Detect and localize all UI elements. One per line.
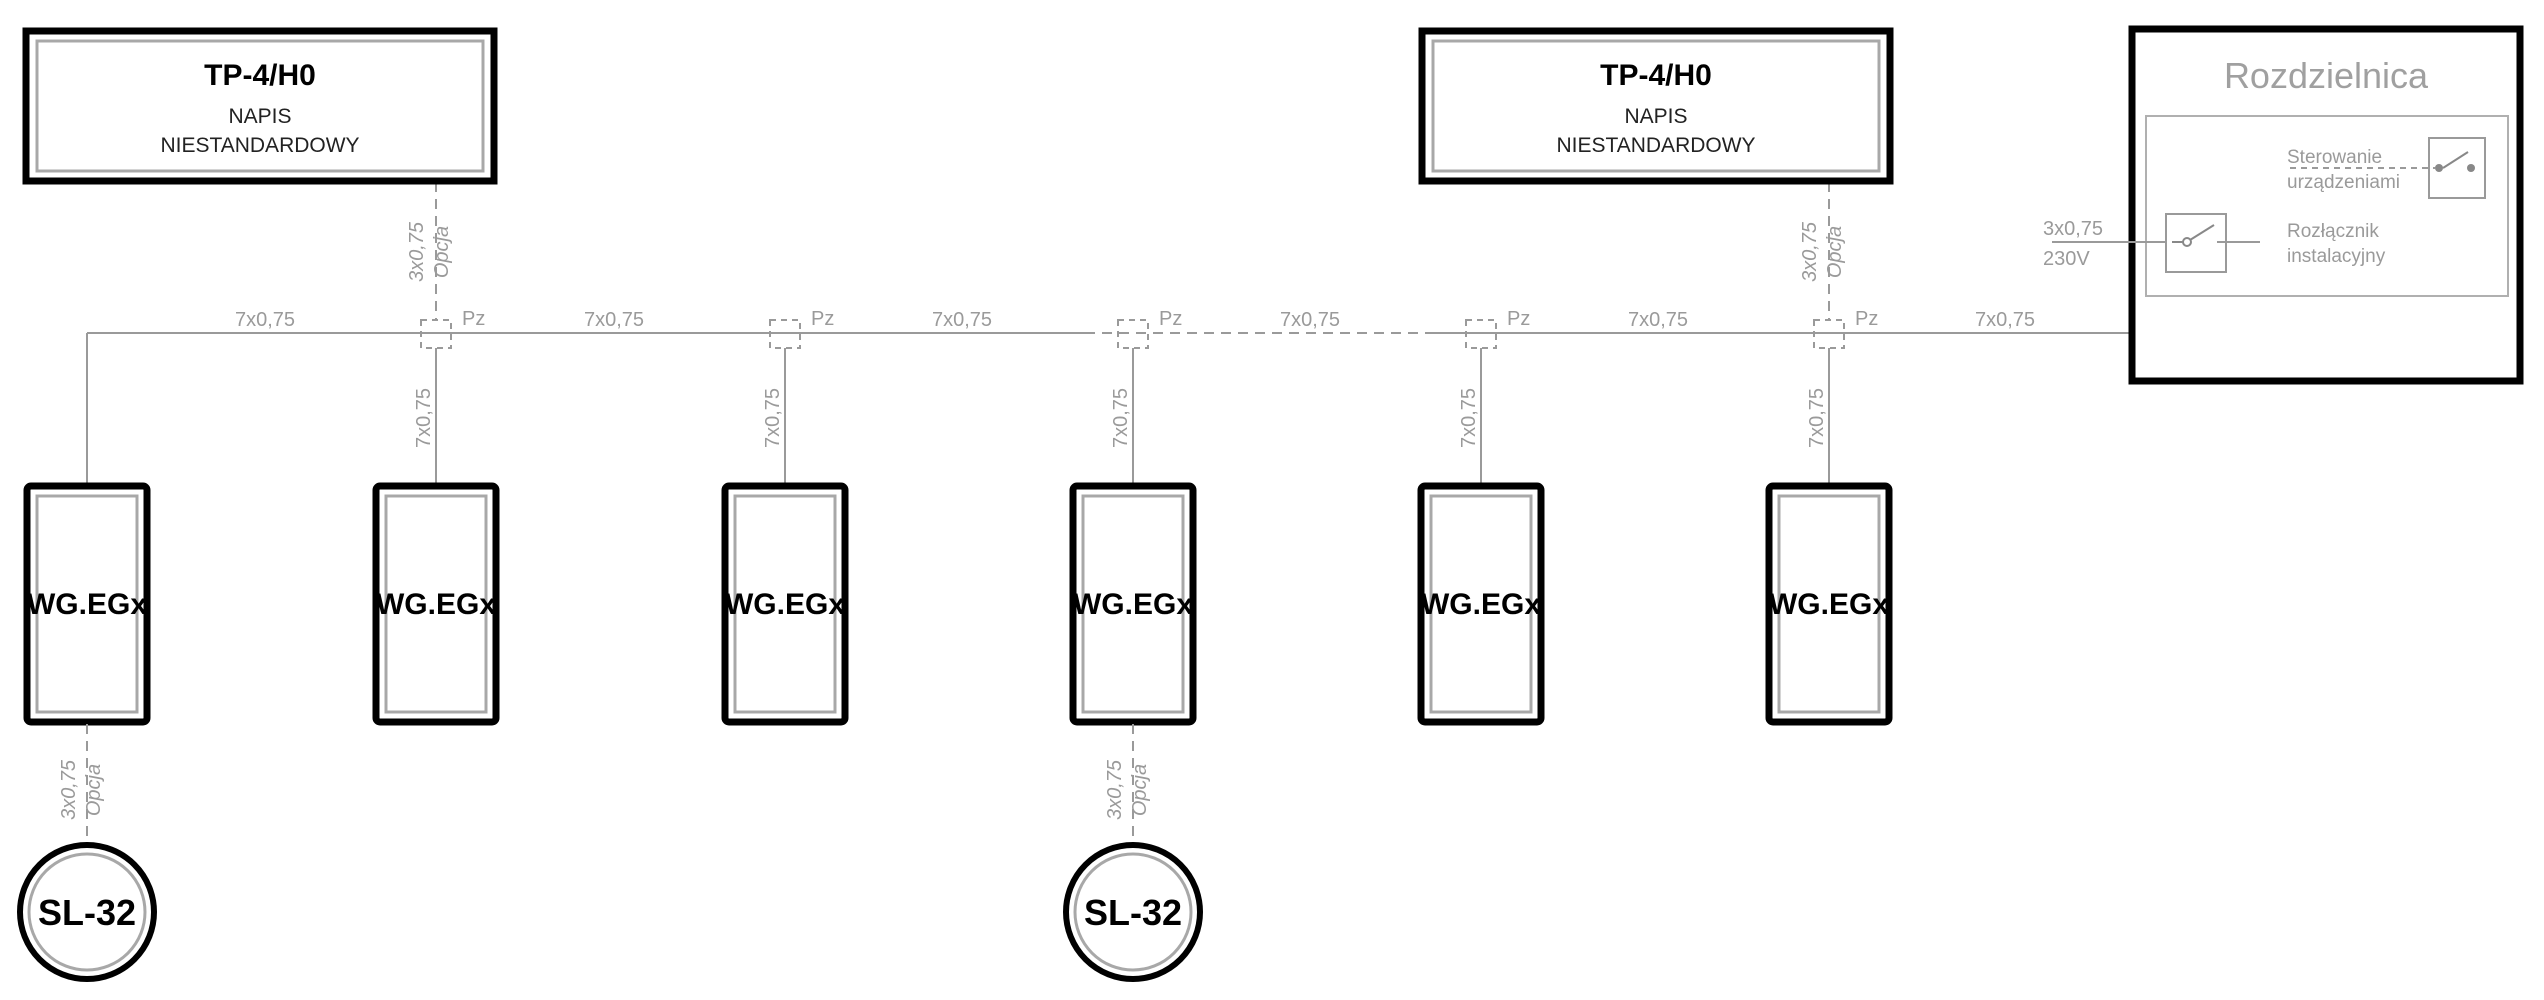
drop-cable-label: 7x0,75 [1458, 388, 1480, 448]
supply-voltage-label: 230V [2043, 248, 2090, 270]
bus-cable-label: 7x0,75 [584, 309, 644, 331]
drop-cable-label: 7x0,75 [1806, 388, 1828, 448]
wg-unit-5: WG.EGx [1417, 482, 1545, 726]
wg-unit-label: WG.EGx [1073, 588, 1193, 621]
tp-link-1: 3x0,75 Opcja [406, 182, 453, 320]
junction-3: Pz 7x0,75 [1110, 308, 1182, 484]
wg-unit-6: WG.EGx [1765, 482, 1893, 726]
sensor-2: SL-32 [1063, 842, 1203, 982]
disconnect-label-line2: instalacyjny [2287, 246, 2386, 267]
tp-box-title: TP-4/H0 [1600, 59, 1712, 92]
wg-unit-1: WG.EGx [23, 482, 151, 726]
wg-unit-label: WG.EGx [376, 588, 496, 621]
junction-2: Pz 7x0,75 [762, 308, 834, 484]
sensor-label: SL-32 [1084, 892, 1182, 933]
tp-box-2: TP-4/H0 NAPIS NIESTANDARDOWY [1418, 27, 1894, 185]
control-label-line2: urządzeniami [2287, 172, 2400, 193]
wg-unit-label: WG.EGx [1769, 588, 1889, 621]
control-label-line1: Sterowanie [2287, 147, 2382, 168]
junction-label: Pz [1159, 308, 1182, 330]
option-cable-label: 3x0,75 [406, 221, 428, 282]
tp-box-line1: NAPIS [228, 105, 291, 128]
wg-unit-2: WG.EGx [372, 482, 500, 726]
tp-link-2: 3x0,75 Opcja [1799, 182, 1846, 320]
bus-cable-label: 7x0,75 [1975, 309, 2035, 331]
main-bus [86, 332, 2132, 484]
tp-box-title: TP-4/H0 [204, 59, 316, 92]
sensor-1: SL-32 [17, 842, 157, 982]
disconnect-label-line1: Rozłącznik [2287, 221, 2379, 242]
sensor-label: SL-32 [38, 892, 136, 933]
junction-5: Pz 7x0,75 [1806, 308, 1878, 484]
bus-cable-label: 7x0,75 [1280, 309, 1340, 331]
junction-label: Pz [462, 308, 485, 330]
junction-label: Pz [811, 308, 834, 330]
junction-4: Pz 7x0,75 [1458, 308, 1530, 484]
disconnect-switch-icon [2052, 213, 2260, 273]
rozdzielnica-panel: Rozdzielnica Sterowanie urządzeniami Roz… [2043, 25, 2524, 385]
rozdzielnica-title: Rozdzielnica [2224, 55, 2429, 96]
junction-label: Pz [1507, 308, 1530, 330]
option-note-label: Opcja [431, 226, 453, 278]
sensor-link-1: 3x0,75 Opcja [58, 724, 105, 843]
bus-cable-labels: 7x0,75 7x0,75 7x0,75 7x0,75 7x0,75 7x0,7… [235, 309, 2035, 331]
rozdzielnica-inner-frame [2145, 115, 2509, 297]
option-cable-label: 3x0,75 [1104, 759, 1126, 820]
wg-unit-3: WG.EGx [721, 482, 849, 726]
junction-label: Pz [1855, 308, 1878, 330]
supply-cable-label: 3x0,75 [2043, 218, 2103, 240]
tp-box-line2: NIESTANDARDOWY [160, 134, 359, 157]
wg-unit-4: WG.EGx [1069, 482, 1197, 726]
option-note-label: Opcja [83, 764, 105, 816]
junction-1: Pz 7x0,75 [413, 308, 485, 484]
wg-unit-label: WG.EGx [1421, 588, 1541, 621]
option-cable-label: 3x0,75 [1799, 221, 1821, 282]
bus-cable-label: 7x0,75 [235, 309, 295, 331]
drop-cable-label: 7x0,75 [1110, 388, 1132, 448]
tp-box-1: TP-4/H0 NAPIS NIESTANDARDOWY [22, 27, 498, 185]
tp-box-line1: NAPIS [1624, 105, 1687, 128]
option-note-label: Opcja [1129, 764, 1151, 816]
control-switch-icon [2290, 137, 2486, 199]
option-note-label: Opcja [1824, 226, 1846, 278]
wg-unit-label: WG.EGx [27, 588, 147, 621]
drop-cable-label: 7x0,75 [762, 388, 784, 448]
bus-cable-label: 7x0,75 [932, 309, 992, 331]
wg-unit-label: WG.EGx [725, 588, 845, 621]
option-cable-label: 3x0,75 [58, 759, 80, 820]
drop-cable-label: 7x0,75 [413, 388, 435, 448]
bus-cable-label: 7x0,75 [1628, 309, 1688, 331]
sensor-link-2: 3x0,75 Opcja [1104, 724, 1151, 843]
tp-box-line2: NIESTANDARDOWY [1556, 134, 1755, 157]
